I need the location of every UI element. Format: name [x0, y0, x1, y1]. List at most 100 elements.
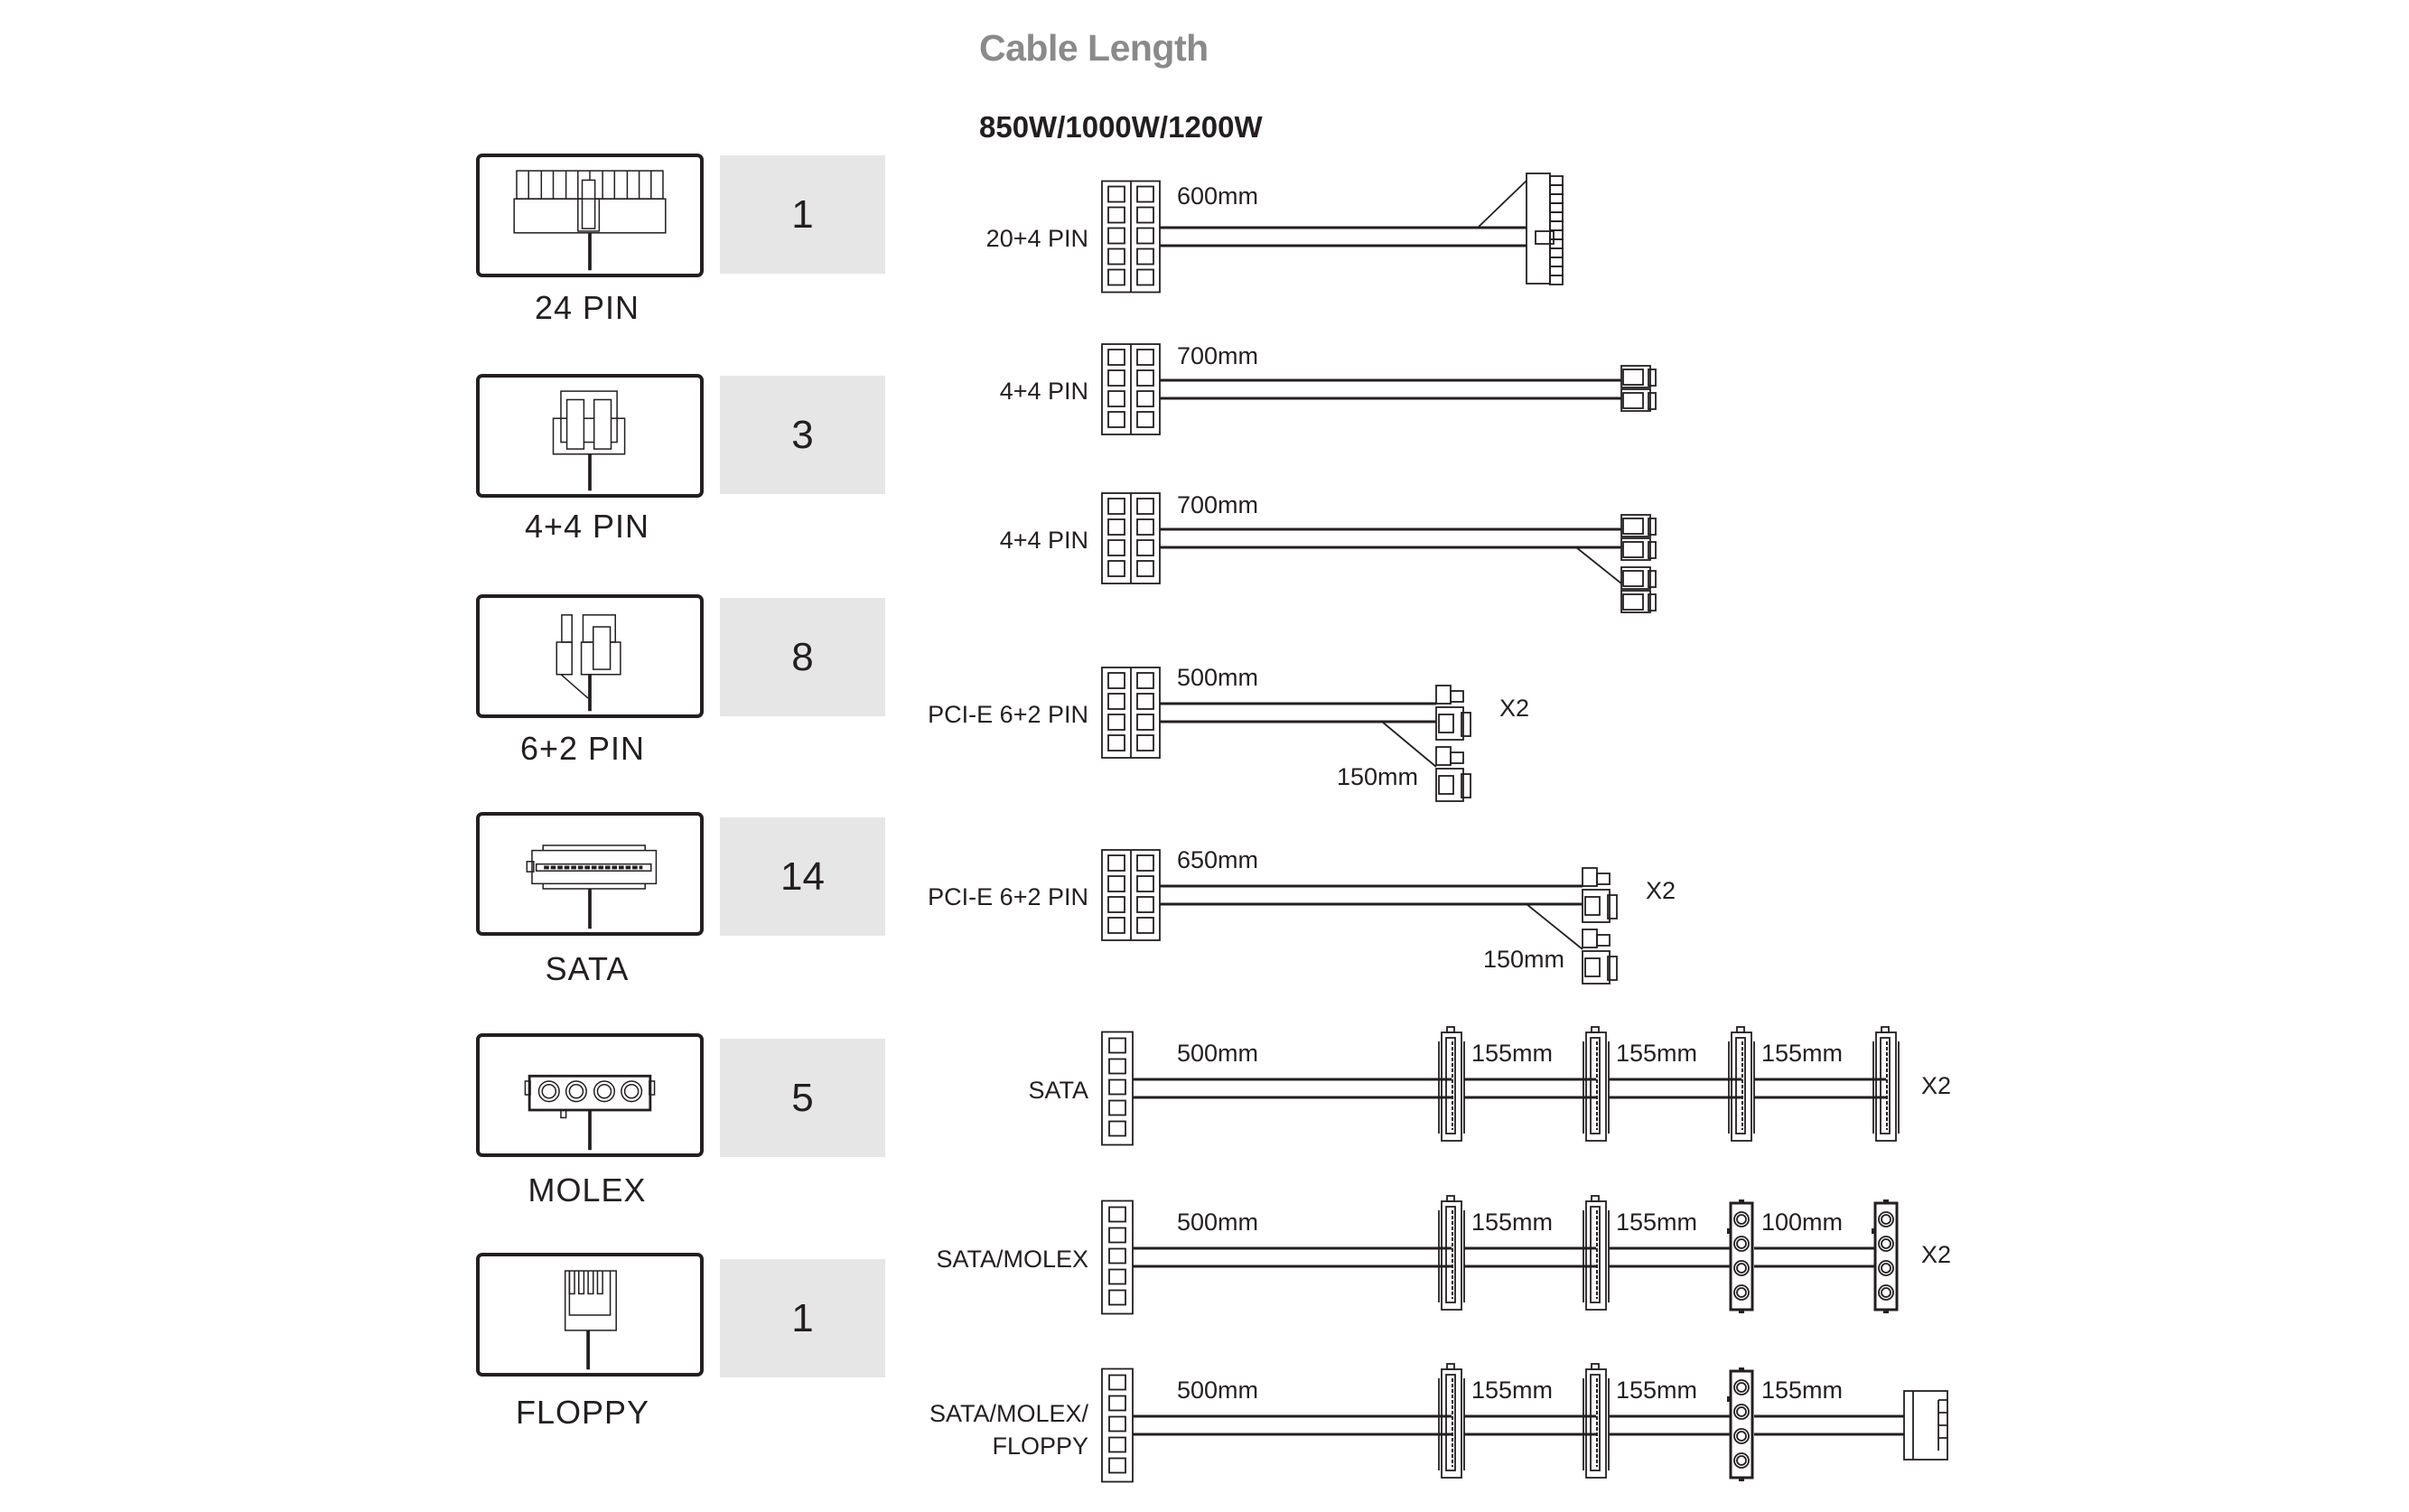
pin-slot	[1108, 1206, 1126, 1223]
sata-connector	[1875, 1031, 1897, 1142]
length-label: 650mm	[1177, 846, 1258, 873]
sata-connector-slot	[1590, 1206, 1601, 1303]
sata-connector	[1585, 1031, 1607, 1142]
molex-pin	[1733, 1428, 1750, 1444]
sata-connector-slot	[1445, 1374, 1456, 1471]
multiplier-label: X2	[1499, 695, 1529, 722]
length-label: 155mm	[1471, 1377, 1553, 1404]
molex-tab	[1883, 1310, 1889, 1313]
cpu-branch	[1575, 546, 1622, 584]
pin-slot	[1136, 498, 1154, 515]
cable-label: 20+4 PIN	[986, 225, 1088, 252]
pin-slot	[1136, 854, 1154, 872]
psu-plug	[1101, 667, 1161, 759]
length-label: 155mm	[1616, 1040, 1697, 1067]
cable-label: FLOPPY	[992, 1433, 1088, 1460]
molex-pin	[1733, 1236, 1750, 1252]
molex-connector	[1729, 1201, 1754, 1311]
pcie-6pin-latch	[1584, 896, 1601, 916]
pin-slot	[1107, 854, 1125, 872]
psu-plug	[1101, 492, 1161, 584]
atx-pin	[1549, 266, 1564, 276]
pin-slot	[1107, 917, 1125, 934]
molex-pin-inner	[1736, 1287, 1747, 1298]
sata-connector	[1585, 1200, 1607, 1311]
pcie-2pin-tab	[1450, 690, 1464, 703]
pin-slot	[1108, 1289, 1126, 1306]
pcie-2pin-tab	[1450, 751, 1464, 764]
cpu-connector-head	[1620, 566, 1651, 590]
pcie-2pin-head	[1435, 746, 1452, 766]
pcie-2pin-head	[1582, 929, 1598, 948]
psu-plug	[1101, 343, 1161, 435]
pcie-6pin-latch	[1438, 775, 1454, 795]
wattage-models: 850W/1000W/1200W	[979, 110, 1263, 144]
sata-connector-slot	[1445, 1037, 1456, 1134]
floppy-icon	[476, 1253, 704, 1377]
sata-connector	[1585, 1368, 1607, 1479]
connector-label: 4+4 PIN	[524, 508, 650, 545]
sata-connector-slot	[1445, 1206, 1456, 1303]
molex-pin	[1733, 1284, 1750, 1301]
pcie-6pin-tab	[1607, 956, 1618, 981]
molex-pin-inner	[1736, 1238, 1747, 1249]
pcie-6pin-head	[1582, 950, 1611, 985]
pin-slot	[1136, 560, 1154, 577]
atx-pin	[1549, 202, 1564, 213]
molex-tab	[1727, 1228, 1731, 1234]
atx-pin	[1549, 211, 1564, 222]
pin-slot	[1107, 247, 1125, 266]
cable-label: SATA/MOLEX/	[929, 1400, 1089, 1427]
connector-count: 3	[720, 376, 885, 494]
connector-count: 1	[720, 1259, 885, 1377]
length-label: 500mm	[1177, 664, 1258, 691]
length-label: 155mm	[1471, 1040, 1553, 1067]
cpu-connector-latch	[1622, 593, 1644, 611]
molex-pins	[537, 1080, 643, 1103]
pin-slot	[1136, 518, 1154, 536]
multiplier-label: X2	[1921, 1072, 1951, 1099]
pcie-6pin-head	[1435, 706, 1464, 741]
atx-pin	[1549, 184, 1564, 195]
pin-slot	[1136, 917, 1154, 934]
length-label: 155mm	[1761, 1040, 1843, 1067]
molex-tab	[1739, 1199, 1744, 1203]
sata-connector	[1441, 1031, 1462, 1142]
pin-slot	[1107, 875, 1125, 892]
length-label: 700mm	[1177, 491, 1258, 518]
cpu-connector-tab	[1648, 570, 1657, 588]
pin-slot	[1107, 560, 1125, 577]
pin-slot	[1136, 349, 1154, 366]
cpu-4plus4-icon	[476, 374, 704, 498]
pin-slot	[1136, 875, 1154, 892]
sata-connector-slot	[1590, 1037, 1601, 1134]
molex-tab	[1727, 1396, 1731, 1402]
molex-pin-inner	[1736, 1431, 1747, 1442]
sata-tab	[1591, 1363, 1600, 1370]
sata-connector-slot	[1590, 1374, 1601, 1471]
atx-pin	[1549, 238, 1564, 249]
pin-slot	[1136, 268, 1154, 286]
molex-tab	[1872, 1228, 1875, 1234]
cable-label: 4+4 PIN	[1000, 378, 1088, 405]
cpu-connector-head	[1620, 365, 1651, 388]
cpu-connector-latch	[1622, 392, 1644, 409]
pin-slot	[1108, 1457, 1126, 1474]
pin-slot	[1108, 1078, 1126, 1096]
molex-tab	[1883, 1199, 1889, 1203]
length-label: 100mm	[1761, 1209, 1843, 1236]
pin-slot	[1136, 247, 1154, 266]
psu-plug	[1101, 1199, 1134, 1315]
sata-tab	[1591, 1195, 1600, 1202]
atx-latch	[1535, 230, 1555, 245]
pcie-6pin-tab	[1607, 894, 1618, 919]
pin-slot	[1107, 390, 1125, 407]
cpu-connector-latch	[1622, 570, 1644, 587]
pcie-6plus2-icon	[476, 594, 704, 718]
pin-slot	[1107, 349, 1125, 366]
atx-pin	[1549, 175, 1564, 186]
molex-pin	[1733, 1379, 1750, 1395]
